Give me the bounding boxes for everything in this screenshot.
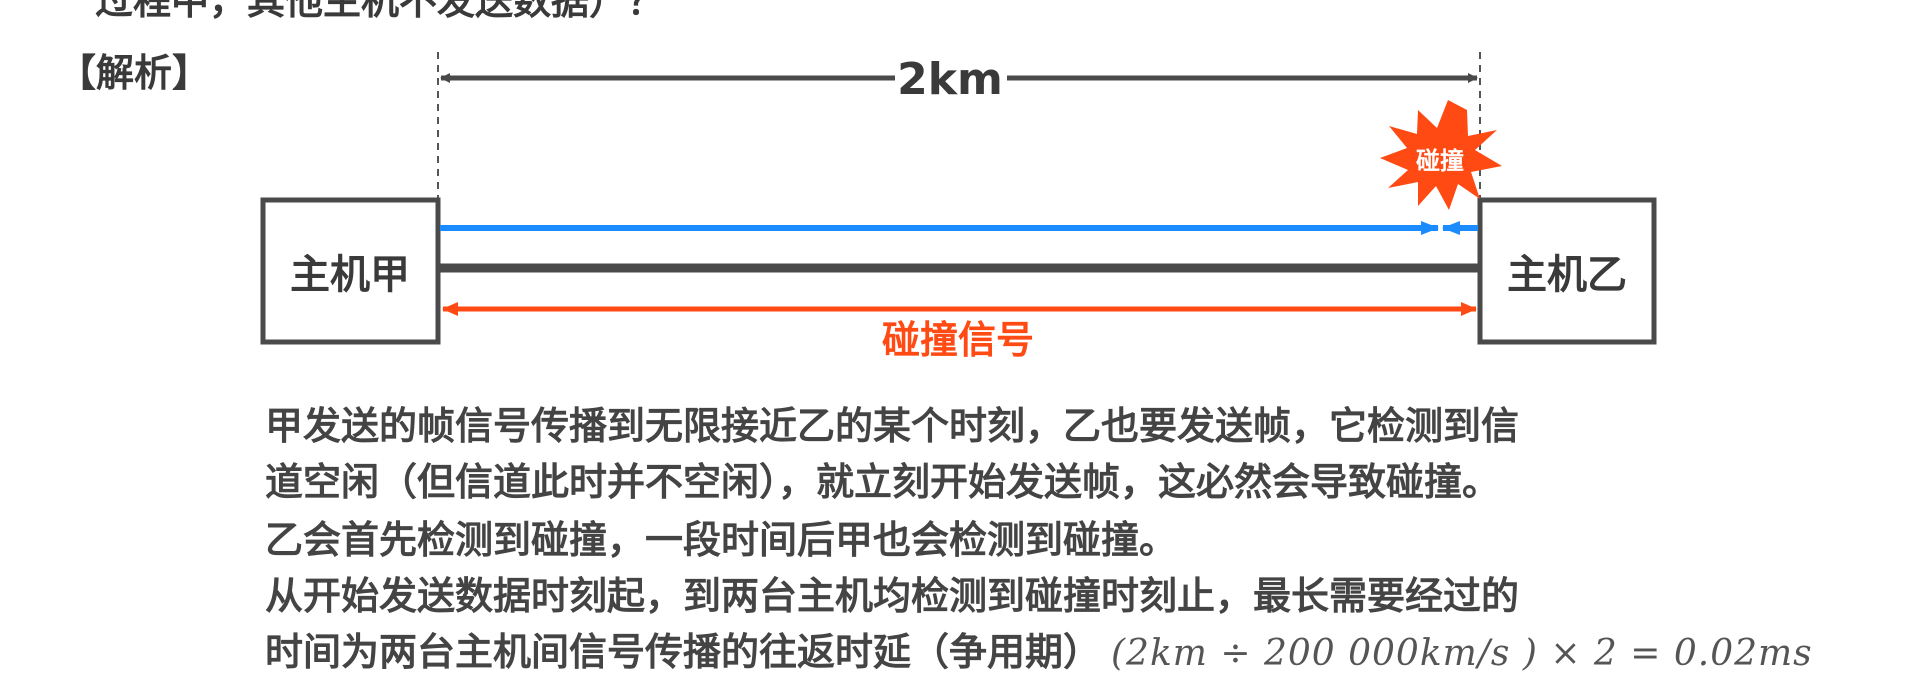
collision-burst-icon xyxy=(1380,100,1502,210)
explanation-paragraph-3: 从开始发送数据时刻起，到两台主机均检测到碰撞时刻止，最长需要经过的 时间为两台主… xyxy=(265,568,1813,682)
explanation-line: 甲发送的帧信号传播到无限接近乙的某个时刻，乙也要发送帧，它检测到信 xyxy=(265,404,1520,448)
collision-burst-label: 碰撞 xyxy=(1416,147,1464,175)
rtt-formula: (2km ÷ 200 000km/s ) × 2 = 0.02ms xyxy=(1111,633,1813,674)
analysis-heading: 【解析】 xyxy=(58,51,211,95)
distance-label: 2km xyxy=(897,54,1003,105)
host-b-box xyxy=(1477,197,1657,345)
explanation-line: 乙会首先检测到碰撞，一段时间后甲也会检测到碰撞。 xyxy=(265,518,1178,562)
explanation-text: 时间为两台主机间信号传播的往返时延（争用期） xyxy=(265,630,1102,674)
question-tail: 过程中，其他主机不发送数据）？ xyxy=(95,0,666,23)
explanation-line: 道空闲（但信道此时并不空闲），就立刻开始发送帧，这必然会导致碰撞。 xyxy=(265,460,1501,504)
host-b-label: 主机乙 xyxy=(1507,252,1627,298)
host-a-label: 主机甲 xyxy=(290,252,410,298)
explanation-line: 从开始发送数据时刻起，到两台主机均检测到碰撞时刻止，最长需要经过的 xyxy=(265,574,1520,618)
collision-signal-label: 碰撞信号 xyxy=(882,318,1034,362)
explanation-paragraph-1: 甲发送的帧信号传播到无限接近乙的某个时刻，乙也要发送帧，它检测到信 道空闲（但信… xyxy=(265,398,1519,510)
explanation-paragraph-2: 乙会首先检测到碰撞，一段时间后甲也会检测到碰撞。 xyxy=(265,512,1177,568)
explanation-line: 时间为两台主机间信号传播的往返时延（争用期）(2km ÷ 200 000km/s… xyxy=(265,624,1813,682)
